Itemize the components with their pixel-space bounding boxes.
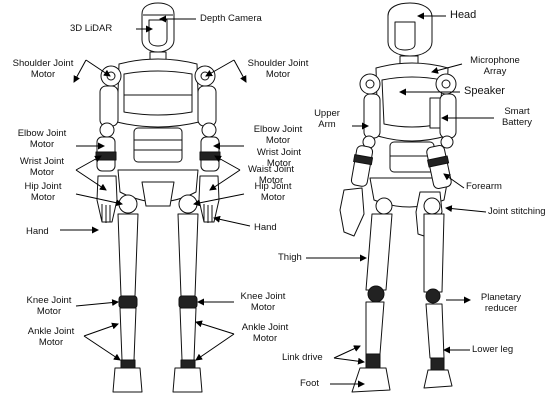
front-hand-right	[198, 175, 220, 223]
front-shin-left	[119, 307, 137, 361]
callout-shoulder-right-a	[233, 59, 247, 83]
callout-joint-stitching	[445, 205, 487, 213]
callout-shoulder-right-b	[205, 59, 235, 77]
callout-hip-right	[193, 193, 245, 207]
front-shin-right	[179, 307, 197, 361]
callout-ankle-right-a	[195, 320, 235, 335]
front-thigh-right	[177, 213, 199, 297]
side-upper-arm-left	[363, 93, 381, 139]
side-robot	[339, 2, 457, 393]
callout-ankle-left-b	[83, 335, 121, 361]
side-thigh-right	[423, 213, 445, 293]
callout-wrist-left-a	[75, 155, 102, 171]
callout-hand-right	[213, 215, 251, 227]
front-waist	[133, 127, 183, 163]
side-foot-left	[351, 367, 391, 393]
label-foot: Foot	[300, 378, 320, 389]
front-callouts	[60, 15, 251, 361]
callout-knee-left	[75, 299, 119, 307]
side-callouts	[306, 12, 494, 388]
callout-wrist-right-a	[214, 155, 241, 171]
callout-forearm	[443, 173, 465, 189]
side-hand-left	[339, 187, 365, 237]
callout-link-drive-b	[333, 357, 365, 365]
label-lower-leg: Lower leg	[472, 344, 514, 355]
side-upper-arm-right	[439, 93, 457, 139]
front-upper-arm-right	[197, 85, 217, 127]
side-shin-right	[425, 303, 445, 359]
front-robot	[95, 2, 221, 393]
label-hand-left: Hand	[26, 226, 49, 237]
label-joint-stitching: Joint stitching	[488, 206, 546, 217]
callout-wrist-right-b	[209, 169, 241, 191]
label-thigh: Thigh	[278, 252, 302, 263]
callout-ankle-left-a	[83, 322, 119, 337]
callout-link-drive-a	[333, 345, 361, 359]
front-thigh-left	[117, 213, 139, 297]
callout-hip-left	[75, 193, 123, 207]
side-forearm-left	[350, 145, 374, 187]
label-hand-right: Hand	[254, 222, 277, 233]
callout-wrist-left-b	[75, 169, 107, 191]
label-speaker: Speaker	[464, 85, 505, 97]
label-3d-lidar: 3D LiDAR	[70, 23, 113, 34]
front-foot-right	[172, 367, 203, 393]
label-head: Head	[450, 9, 477, 21]
front-foot-left	[112, 367, 143, 393]
side-shin-left	[365, 301, 385, 355]
callout-shoulder-left-a	[73, 59, 87, 83]
callout-ankle-right-b	[195, 333, 235, 361]
side-foot-right	[423, 369, 453, 389]
front-upper-arm-left	[99, 85, 119, 127]
callout-microphone	[431, 63, 463, 74]
front-face-visor	[148, 19, 168, 47]
callout-shoulder-left-b	[85, 59, 111, 77]
label-forearm: Forearm	[466, 181, 502, 192]
label-link-drive: Link drive	[282, 352, 323, 363]
label-depth-camera: Depth Camera	[200, 13, 262, 24]
side-thigh-left	[365, 213, 393, 291]
